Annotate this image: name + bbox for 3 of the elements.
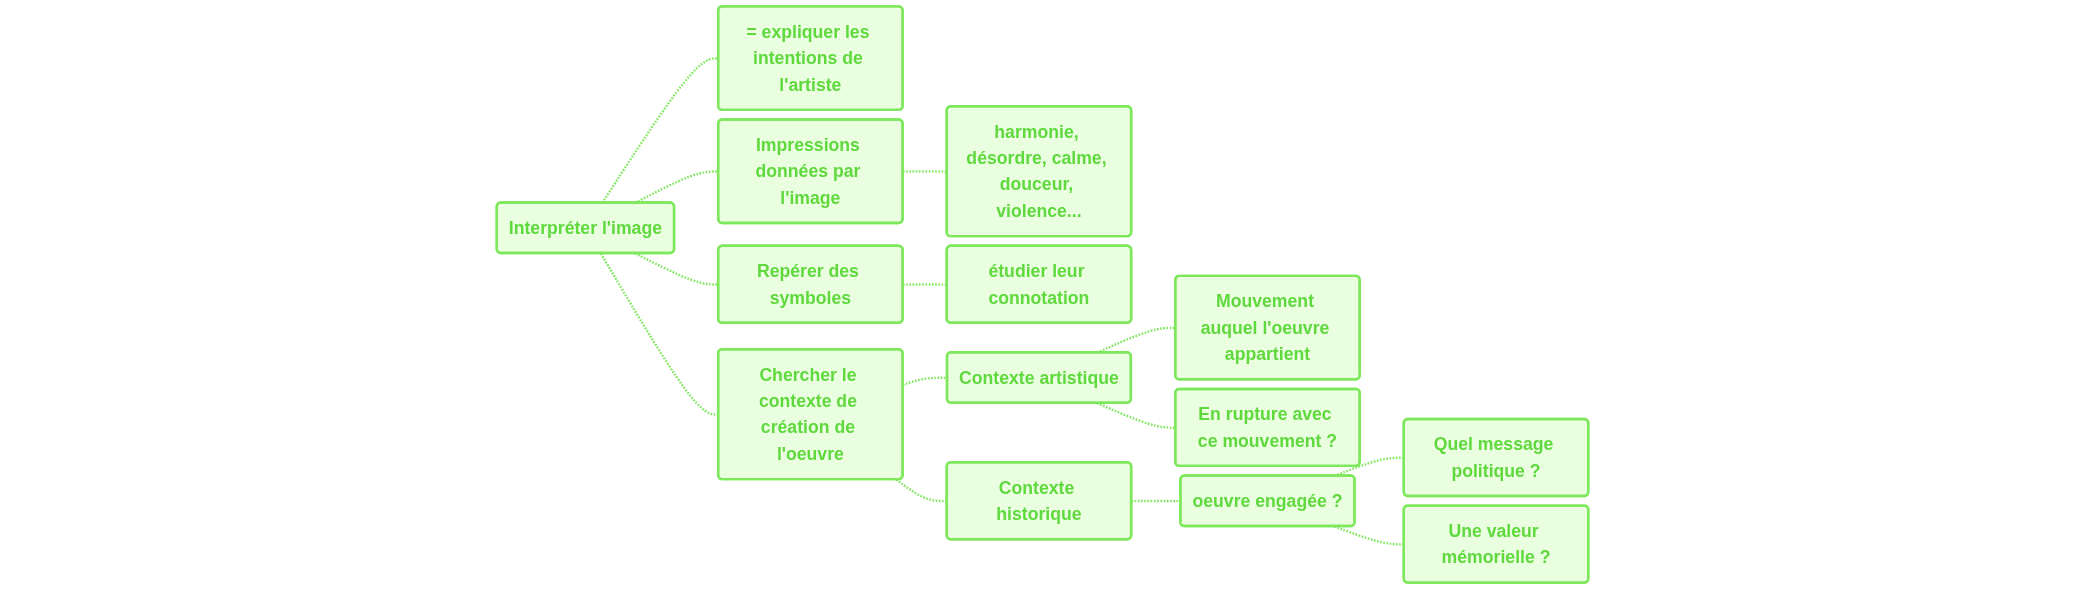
- connector: [902, 376, 948, 387]
- connector: [1096, 402, 1176, 430]
- connector: [1131, 499, 1181, 503]
